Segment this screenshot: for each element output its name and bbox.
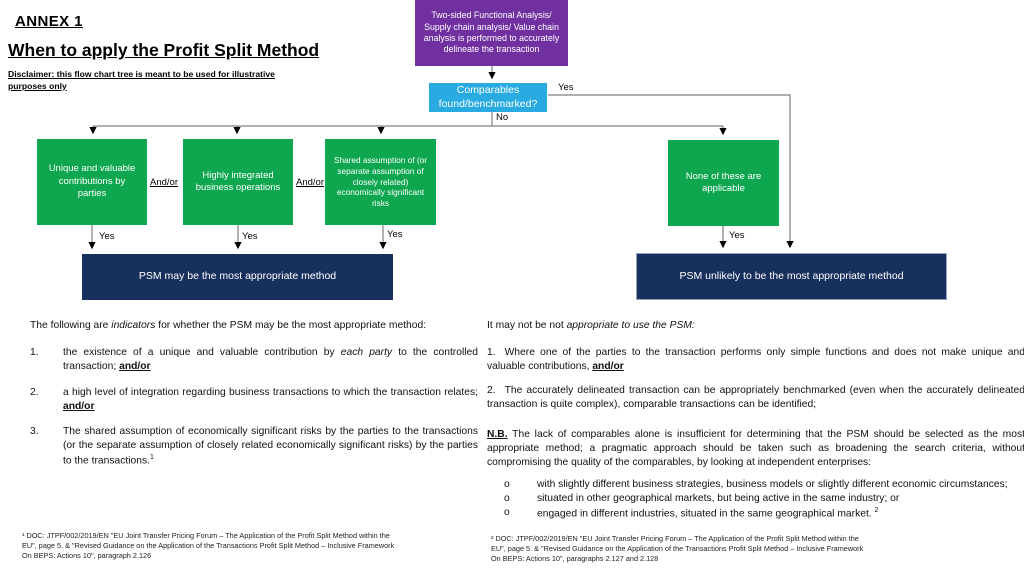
bullet-text: engaged in different industries, situate… xyxy=(537,506,1024,521)
outcome-positive-box: PSM may be the most appropriate method xyxy=(82,254,393,300)
text-run-emphasis: and/or xyxy=(119,360,151,372)
list-number: 2. xyxy=(30,386,39,398)
condition-yes-label-1: Yes xyxy=(99,231,115,242)
bullet-item-3: o engaged in different industries, situa… xyxy=(487,506,1024,521)
bullet-marker: o xyxy=(504,493,510,505)
left-list-item-1: 1. the existence of a unique and valuabl… xyxy=(30,346,478,374)
root-analysis-box: Two-sided Functional Analysis/ Supply ch… xyxy=(415,0,568,66)
list-number: 1. xyxy=(30,346,39,358)
text-run: the existence of a unique and valuable c… xyxy=(63,346,341,358)
footnote-right: ² DOC: JTPF/002/2019/EN "EU Joint Transf… xyxy=(491,534,864,564)
text-run: The lack of comparables alone is insuffi… xyxy=(487,429,1024,469)
text-run-emphasis: and/or xyxy=(63,400,95,412)
outcome-negative-box: PSM unlikely to be the most appropriate … xyxy=(636,253,947,300)
list-number: 1. xyxy=(487,346,496,358)
right-column: It may not be not appropriate to use the… xyxy=(487,319,1024,521)
text-run: situated in other geographical markets, … xyxy=(537,493,900,505)
condition-box-none-applicable: None of these are applicable xyxy=(668,140,779,226)
footnote-left: ¹ DOC: JTPF/002/2019/EN "EU Joint Transf… xyxy=(22,531,395,561)
annex-label: ANNEX 1 xyxy=(15,13,83,30)
bullet-marker: o xyxy=(504,506,510,518)
text-run: The accurately delineated transaction ca… xyxy=(487,384,1024,410)
page-title: When to apply the Profit Split Method xyxy=(8,40,320,60)
list-number: 3. xyxy=(30,426,39,438)
list-text: a high level of integration regarding bu… xyxy=(63,386,478,414)
nb-label: N.B. xyxy=(487,429,508,441)
bullet-item-1: o with slightly different business strat… xyxy=(487,478,1024,492)
text-run-italic: each party xyxy=(340,346,393,358)
andor-label-1: And/or xyxy=(150,177,178,188)
text-run: engaged in different industries, situate… xyxy=(537,508,875,520)
footnote-ref: 1 xyxy=(150,454,154,462)
text-run-italic: indicators xyxy=(111,320,156,331)
decision-no-label: No xyxy=(496,112,509,123)
text-run: to the controlled transaction; xyxy=(63,346,478,372)
text-run: a high level of integration regarding bu… xyxy=(63,386,478,398)
text-run-italic: appropriate to use the PSM: xyxy=(566,320,695,331)
nb-paragraph: N.B. The lack of comparables alone is in… xyxy=(487,428,1024,470)
footnote-ref: 2 xyxy=(874,506,879,514)
condition-yes-label-2: Yes xyxy=(242,231,258,242)
andor-label-2: And/or xyxy=(296,177,324,188)
condition-box-unique-contributions: Unique and valuable contributions by par… xyxy=(37,139,147,225)
list-text: the existence of a unique and valuable c… xyxy=(63,346,478,374)
condition-box-shared-risks: Shared assumption of (or separate assump… xyxy=(325,139,436,225)
right-intro: It may not be not appropriate to use the… xyxy=(487,319,1024,333)
decision-box-comparables: Comparables found/benchmarked? xyxy=(429,83,547,112)
text-run: with slightly different business strateg… xyxy=(537,479,1008,491)
left-list-item-2: 2. a high level of integration regarding… xyxy=(30,386,478,414)
left-list-item-3: 3. The shared assumption of economically… xyxy=(30,425,478,468)
right-item-1: 1.Where one of the parties to the transa… xyxy=(487,346,1024,374)
list-text: The shared assumption of economically si… xyxy=(63,425,478,468)
condition-box-integrated-operations: Highly integrated business operations xyxy=(183,139,293,225)
decision-yes-label: Yes xyxy=(558,82,574,93)
list-number: 2. xyxy=(487,384,496,396)
text-run: The shared assumption of economically si… xyxy=(63,426,478,467)
disclaimer-text: Disclaimer: this flow chart tree is mean… xyxy=(8,69,275,91)
left-column: The following are indicators for whether… xyxy=(30,319,478,481)
text-run: for whether the PSM may be the most appr… xyxy=(155,320,427,331)
bullet-item-2: o situated in other geographical markets… xyxy=(487,492,1024,506)
text-run: It may not be not xyxy=(487,320,567,331)
bullet-text: situated in other geographical markets, … xyxy=(537,492,1024,506)
right-item-2: 2.The accurately delineated transaction … xyxy=(487,384,1024,412)
bullet-text: with slightly different business strateg… xyxy=(537,478,1024,492)
condition-yes-label-3: Yes xyxy=(387,229,403,240)
text-run: Where one of the parties to the transact… xyxy=(487,346,1024,372)
left-intro: The following are indicators for whether… xyxy=(30,319,478,333)
bullet-marker: o xyxy=(504,479,510,491)
text-run: The following are xyxy=(30,320,112,331)
condition-yes-label-4: Yes xyxy=(729,230,745,241)
text-run-emphasis: and/or xyxy=(592,360,624,372)
